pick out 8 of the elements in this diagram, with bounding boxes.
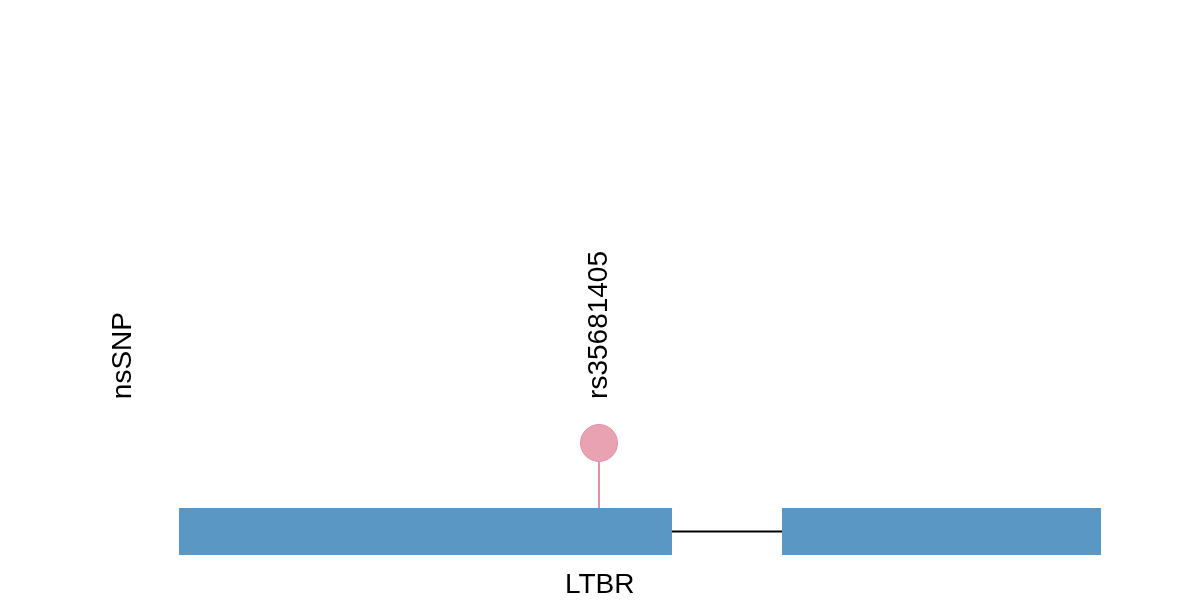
intron-line	[671, 530, 783, 533]
variant-id-label: rs35681405	[584, 251, 612, 399]
exon-bar	[782, 508, 1101, 555]
exon-bar	[179, 508, 672, 555]
track-label: nsSNP	[108, 311, 136, 399]
gene-label: LTBR	[565, 570, 635, 598]
variant-circle	[580, 424, 618, 462]
lollipop-stem	[598, 461, 600, 509]
